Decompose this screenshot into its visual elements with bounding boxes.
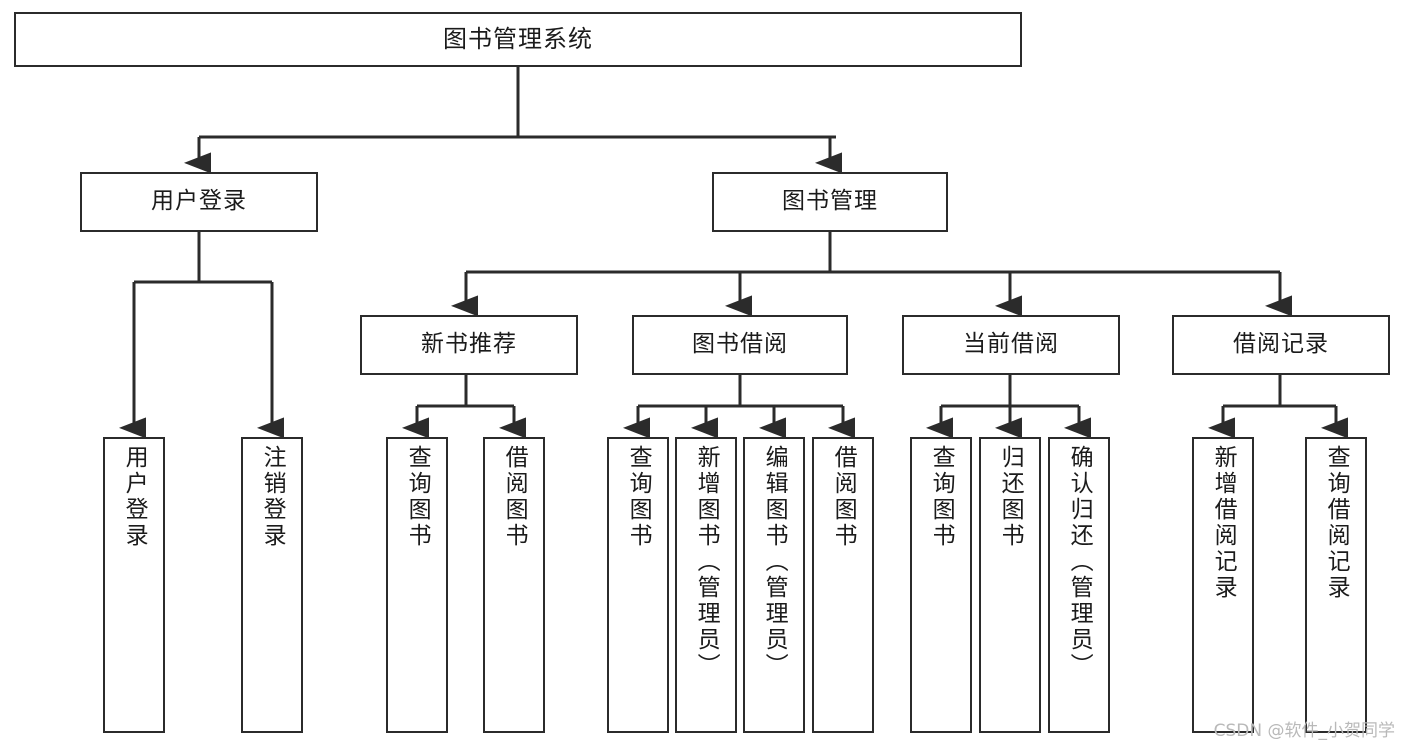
node-current-borrow[interactable]: 当前借阅 [902, 315, 1120, 375]
node-label: 注销登录 [259, 445, 286, 549]
node-label: 借阅图书 [830, 445, 857, 549]
leaf-query-book-recommend[interactable]: 查询图书 [386, 437, 448, 733]
leaf-user-login[interactable]: 用户登录 [103, 437, 165, 733]
node-label: 图书管理 [782, 188, 878, 215]
node-label: 借阅图书 [501, 445, 528, 549]
leaf-borrow-book[interactable]: 借阅图书 [812, 437, 874, 733]
node-label: 查询借阅记录 [1323, 445, 1350, 601]
node-label: 查询图书 [625, 445, 652, 549]
leaf-confirm-return-admin[interactable]: 确认归还（管理员） [1048, 437, 1110, 733]
node-book-borrow[interactable]: 图书借阅 [632, 315, 848, 375]
node-label: 查询图书 [928, 445, 955, 549]
watermark: CSDN @软件_小贺同学 [1213, 721, 1395, 741]
node-label: 图书管理系统 [443, 25, 593, 54]
node-label: 当前借阅 [963, 331, 1059, 358]
node-label: 借阅记录 [1233, 331, 1329, 358]
node-new-book-recommend[interactable]: 新书推荐 [360, 315, 578, 375]
leaf-return-book[interactable]: 归还图书 [979, 437, 1041, 733]
node-label: 新增借阅记录 [1210, 445, 1237, 601]
node-label: 编辑图书（管理员） [761, 445, 788, 679]
leaf-query-borrow-record[interactable]: 查询借阅记录 [1305, 437, 1367, 733]
leaf-query-book-borrow[interactable]: 查询图书 [607, 437, 669, 733]
node-user-login[interactable]: 用户登录 [80, 172, 318, 232]
node-book-management[interactable]: 图书管理 [712, 172, 948, 232]
node-label: 新增图书（管理员） [693, 445, 720, 679]
node-label: 查询图书 [404, 445, 431, 549]
leaf-logout[interactable]: 注销登录 [241, 437, 303, 733]
node-label: 新书推荐 [421, 331, 517, 358]
leaf-add-book-admin[interactable]: 新增图书（管理员） [675, 437, 737, 733]
leaf-borrow-book-recommend[interactable]: 借阅图书 [483, 437, 545, 733]
node-label: 用户登录 [151, 188, 247, 215]
leaf-query-book-current[interactable]: 查询图书 [910, 437, 972, 733]
node-label: 归还图书 [997, 445, 1024, 549]
leaf-add-borrow-record[interactable]: 新增借阅记录 [1192, 437, 1254, 733]
node-label: 确认归还（管理员） [1066, 445, 1093, 679]
node-label: 用户登录 [121, 445, 148, 549]
node-borrow-record[interactable]: 借阅记录 [1172, 315, 1390, 375]
node-root-system[interactable]: 图书管理系统 [14, 12, 1022, 67]
leaf-edit-book-admin[interactable]: 编辑图书（管理员） [743, 437, 805, 733]
node-label: 图书借阅 [692, 331, 788, 358]
